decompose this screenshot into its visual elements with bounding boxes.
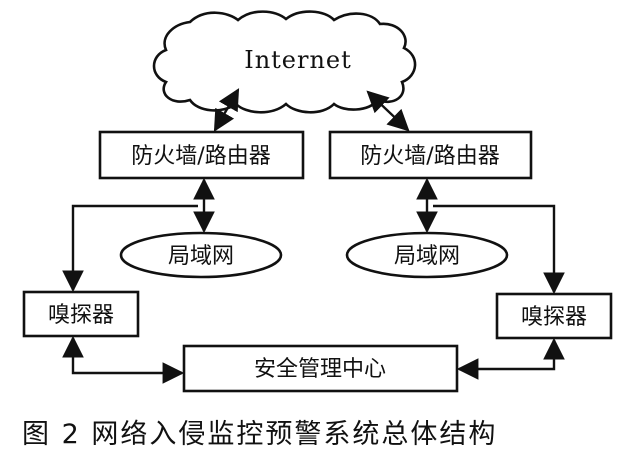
link-firewall-sniffer-left <box>62 204 198 293</box>
firewall-router-right-label: 防火墙/路由器 <box>360 144 499 169</box>
figure-caption: 图 2 网络入侵监控预警系统总体结构 <box>22 419 498 450</box>
firewall-router-left-label: 防火墙/路由器 <box>131 144 270 169</box>
link-sniffer-center-right <box>456 337 565 380</box>
firewall-router-left-box <box>98 130 305 180</box>
security-center-box <box>182 344 459 393</box>
link-sniffer-center-left <box>62 335 185 384</box>
sniffer-left-label: 嗅探器 <box>48 303 114 328</box>
network-diagram: Internet 防火墙/路由器 防火墙/路由器 局域网 局域网 嗅探器 嗅探器… <box>22 10 613 393</box>
link-internet-firewall-right <box>366 90 410 132</box>
link-firewall-sniffer-right <box>433 204 565 295</box>
lan-right-label: 局域网 <box>394 244 460 269</box>
lan-left-label: 局域网 <box>168 244 234 269</box>
sniffer-right-label: 嗅探器 <box>521 305 587 330</box>
sniffer-right-box <box>495 292 613 340</box>
security-center-label: 安全管理中心 <box>254 357 386 382</box>
internet-label: Internet <box>244 46 352 74</box>
link-internet-firewall-left <box>213 88 240 132</box>
